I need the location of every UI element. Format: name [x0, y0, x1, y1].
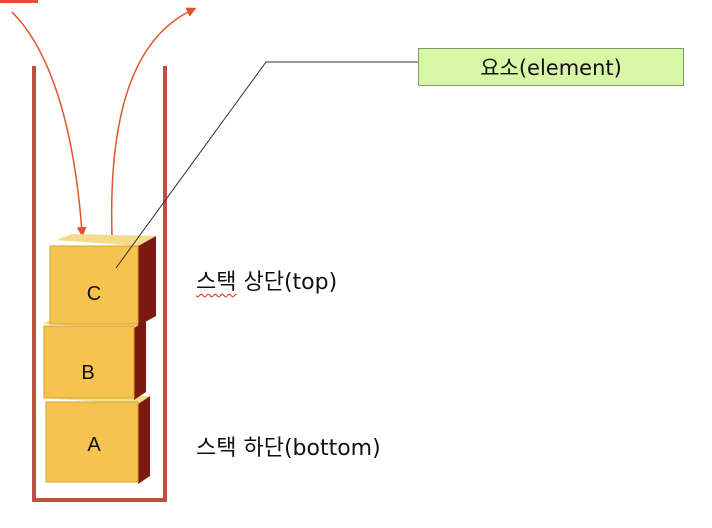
stack-box-c: [49, 234, 156, 326]
stack-container: [32, 66, 167, 502]
stack-bottom-label: 스택 하단(bottom): [196, 430, 381, 462]
stack-bottom-word: 스택: [196, 436, 237, 461]
top-left-bar: [0, 0, 38, 3]
stack-top-label: 스택 상단(top): [196, 264, 337, 296]
element-label: 요소(element): [480, 56, 622, 80]
box-label-a: A: [87, 434, 101, 456]
pop-arrow-icon: [110, 7, 197, 237]
stack-box-b: [42, 318, 146, 400]
stack-bottom-rest: 하단(bottom): [236, 436, 381, 461]
box-label-b: B: [81, 362, 95, 384]
element-label-box: 요소(element): [418, 48, 684, 86]
box-label-c: C: [86, 283, 102, 305]
push-arrow-icon: [11, 11, 87, 237]
stack-top-word: 스택: [196, 270, 237, 295]
stack-top-rest: 상단(top): [236, 270, 338, 295]
element-leader-line: [115, 61, 418, 269]
